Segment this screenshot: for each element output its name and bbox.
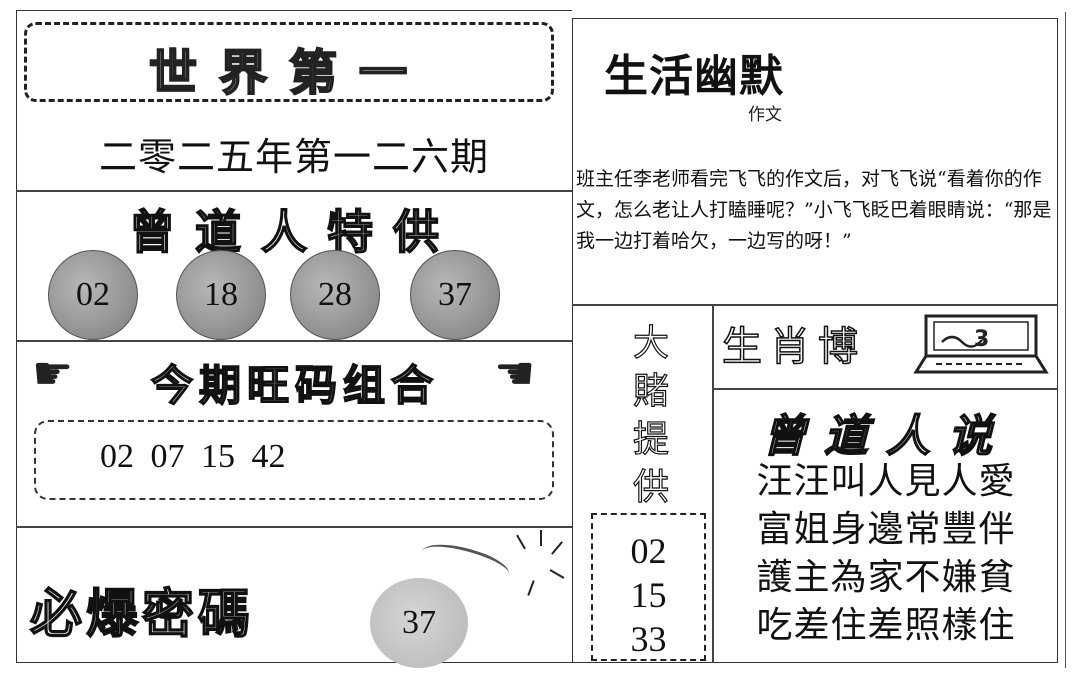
- poem-line: 富姐身邊常豐伴: [756, 509, 1016, 550]
- divider: [712, 388, 1058, 390]
- divider: [16, 526, 572, 528]
- spark: [540, 530, 542, 546]
- divider: [572, 304, 1058, 306]
- number-ball: 02: [48, 250, 138, 340]
- right-column: [572, 18, 1058, 663]
- left-column: [16, 10, 572, 663]
- svg-text:3: 3: [974, 327, 989, 352]
- big-bet-char: 大: [632, 322, 669, 364]
- number-ball: 18: [176, 250, 266, 340]
- combo-numbers: 02 07 15 42: [100, 438, 286, 475]
- pointing-hand-left-icon: ☚: [494, 346, 536, 400]
- outer-border: [1060, 12, 1066, 668]
- divider: [16, 190, 572, 192]
- poem-line: 吃差住差照樣住: [756, 605, 1016, 646]
- pointing-hand-right-icon: ☛: [32, 346, 74, 400]
- secret-code-title: 必爆密碼: [29, 583, 255, 646]
- bomb-icon: 37: [370, 578, 468, 668]
- bomb-number: 37: [402, 604, 436, 641]
- divider: [712, 304, 714, 663]
- poem-line: 汪汪叫人見人愛: [756, 461, 1016, 502]
- poem: 汪汪叫人見人愛 富姐身邊常豐伴 護主為家不嫌貧 吃差住差照樣住: [716, 458, 1056, 650]
- poem-title: 曾道人说: [761, 410, 1010, 463]
- humor-subtitle: 作文: [748, 105, 782, 125]
- zodiac-title: 生肖博: [721, 323, 866, 371]
- page-title: 世界第一: [148, 44, 429, 102]
- big-bet-number: 33: [630, 619, 667, 659]
- ball-number: 18: [204, 276, 238, 313]
- humor-title: 生活幽默: [604, 51, 784, 102]
- combo-box: 02 07 15 42: [34, 420, 554, 500]
- big-bet-number: 02: [630, 531, 667, 571]
- title-box: 世界第一: [24, 22, 554, 102]
- ball-number: 02: [76, 276, 110, 313]
- number-ball: 37: [410, 250, 500, 340]
- big-bet-number: 15: [630, 575, 667, 615]
- big-bet-number-box: 02 15 33: [591, 513, 706, 661]
- special-picks-title: 曾道人特供: [128, 204, 459, 260]
- humor-story: 班主任李老师看完飞飞的作文后，对飞飞说“看着你的作文，怎么老让人打瞌睡呢？”小飞…: [576, 168, 1052, 252]
- big-bet-char: 提: [632, 418, 669, 460]
- big-bet-title: 大 賭 提 供: [596, 320, 706, 512]
- big-bet-char: 賭: [632, 370, 669, 412]
- ball-number: 37: [438, 276, 472, 313]
- ball-number: 28: [318, 276, 352, 313]
- poem-line: 護主為家不嫌貧: [756, 557, 1016, 598]
- computer-icon: 3: [913, 314, 1049, 374]
- number-ball: 28: [290, 250, 380, 340]
- combo-title: 今期旺码组合: [150, 360, 439, 411]
- big-bet-char: 供: [632, 466, 669, 508]
- issue-number: 二零二五年第一二六期: [98, 135, 489, 179]
- divider: [16, 340, 572, 342]
